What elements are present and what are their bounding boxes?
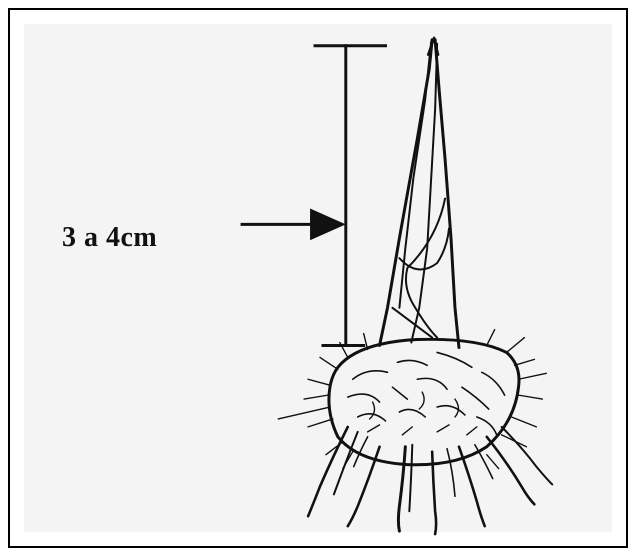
illustration-frame: 3 a 4cm [8,8,628,548]
plant-drawing [10,10,626,546]
measurement-label: 3 a 4cm [62,224,157,252]
paper-background [24,24,612,532]
